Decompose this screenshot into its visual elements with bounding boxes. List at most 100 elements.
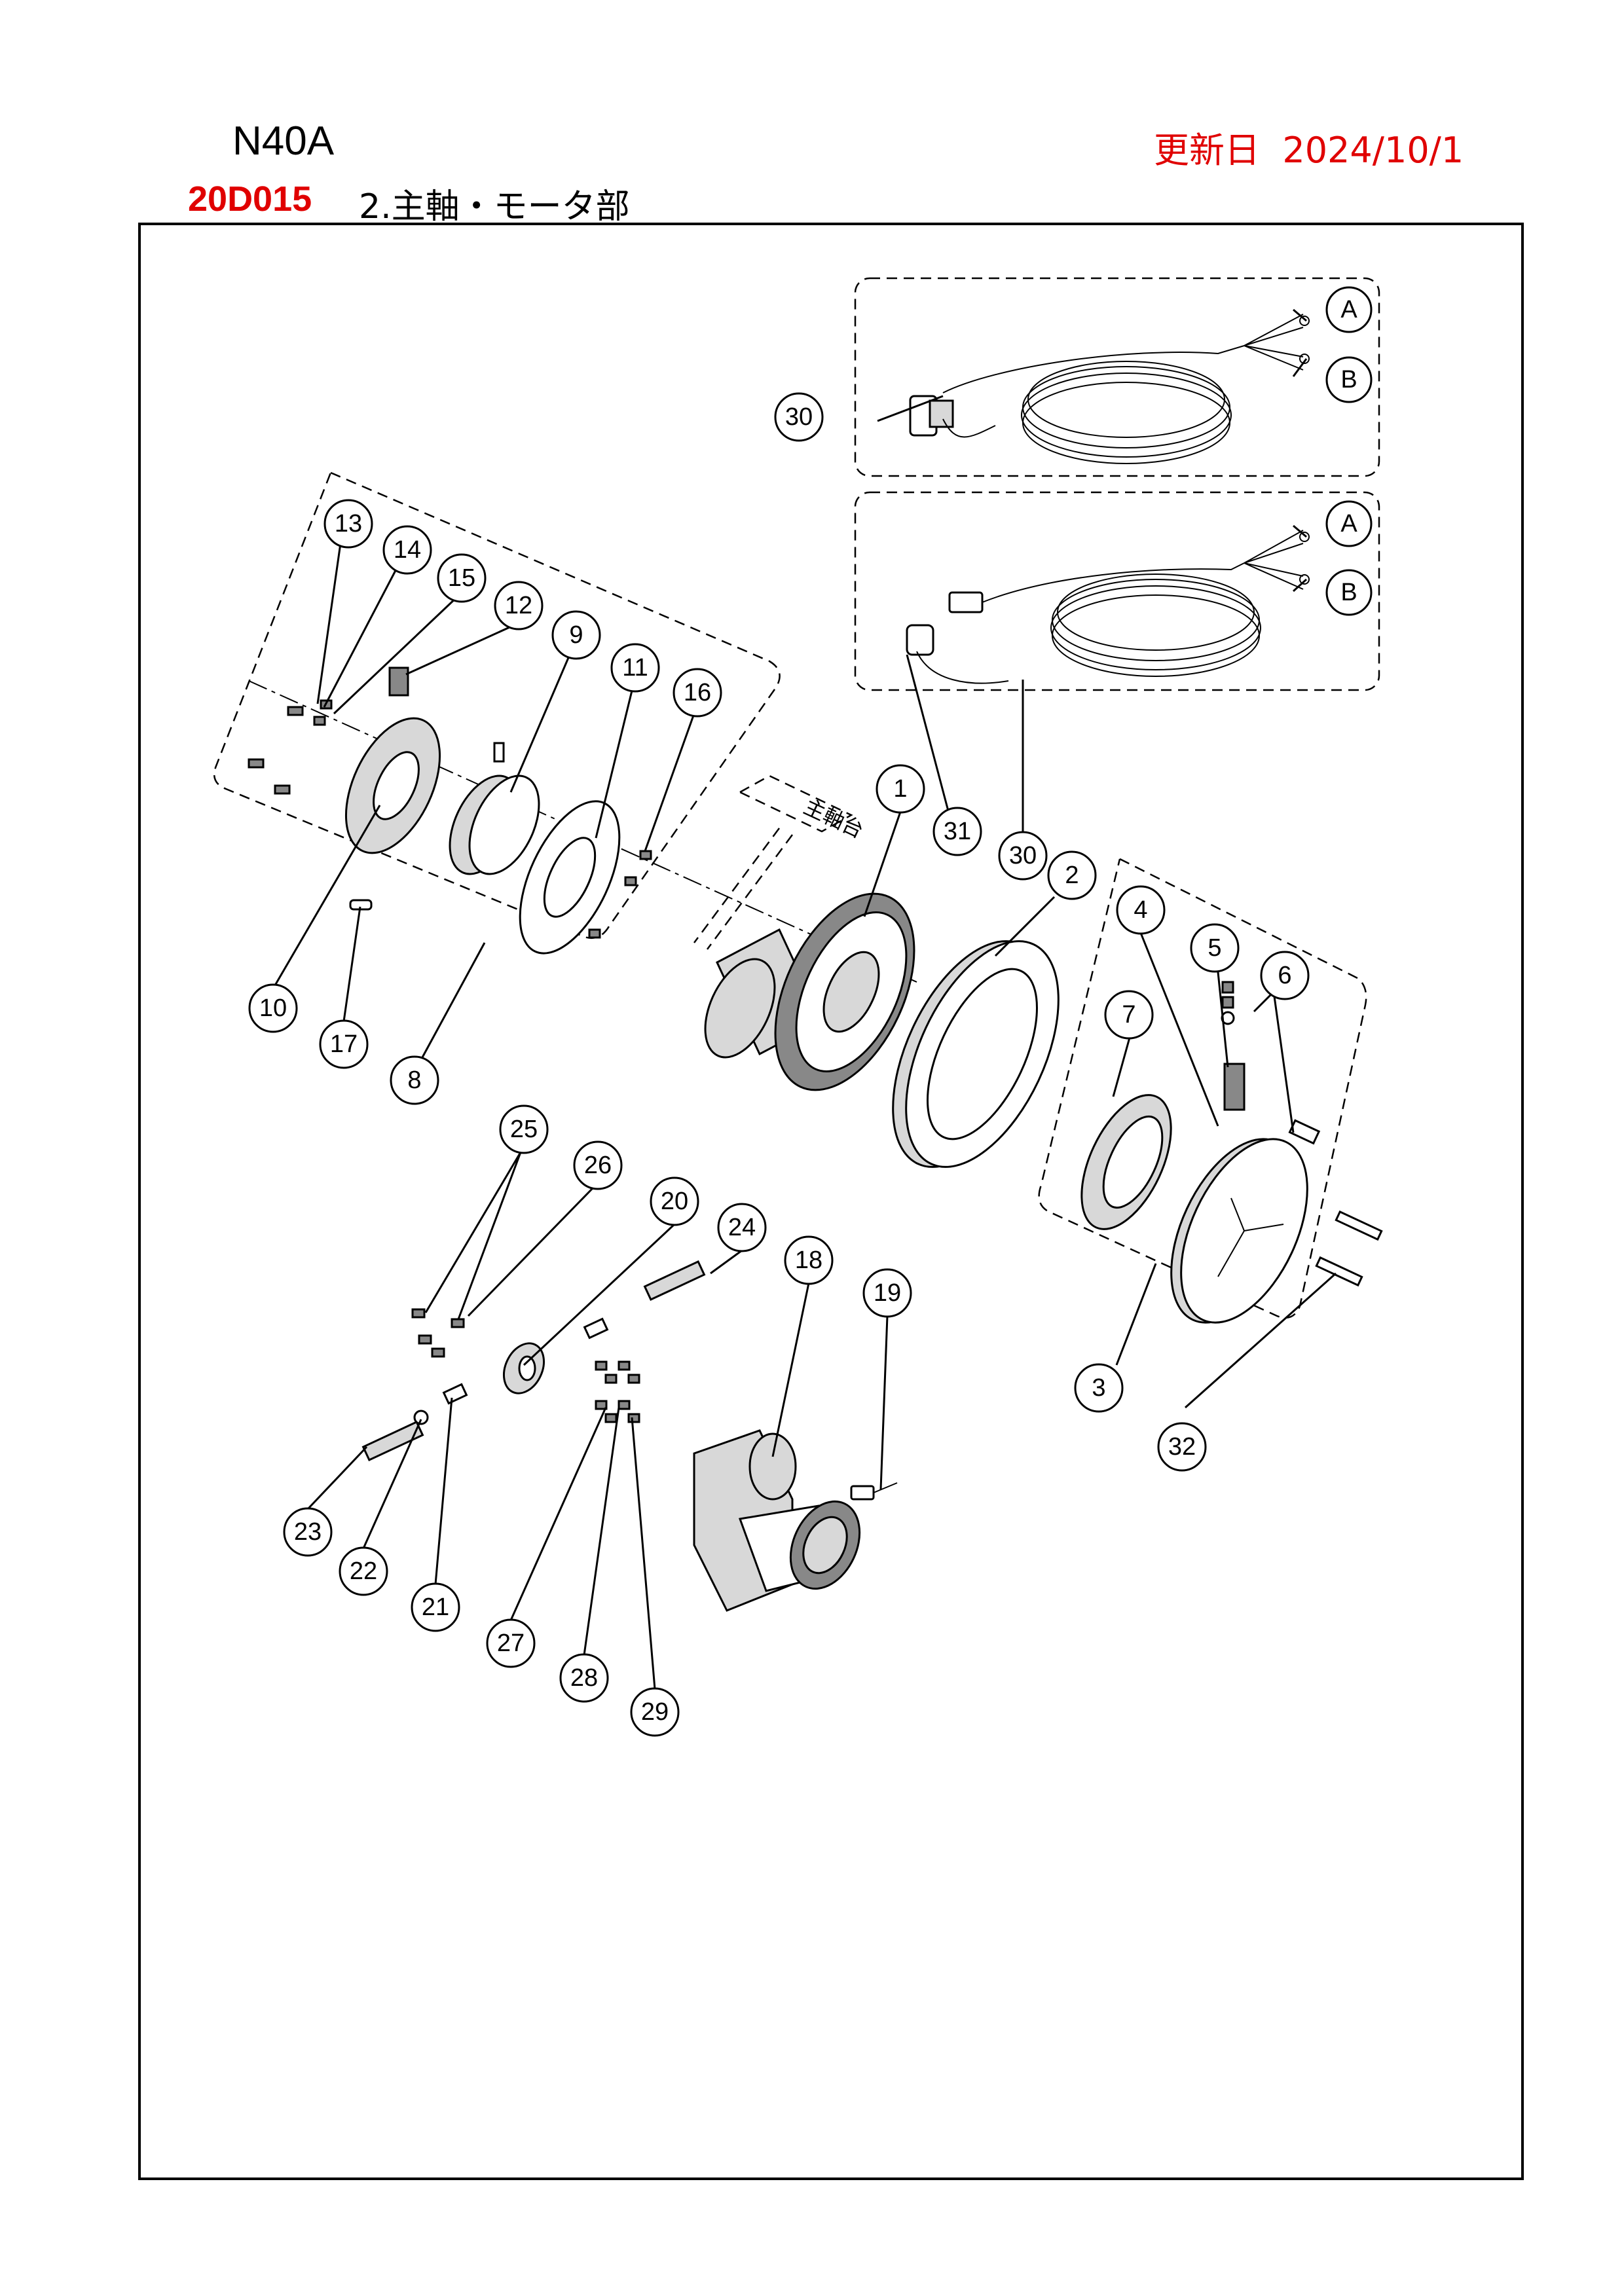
ring-7 — [1080, 1094, 1172, 1230]
callout-10: 10 — [248, 983, 298, 1033]
drawing-frame — [138, 223, 1524, 2180]
callout-29: 29 — [630, 1687, 680, 1737]
update-date: 2024/10/1 — [1282, 130, 1464, 171]
cable-coil-bottom — [982, 530, 1310, 677]
callout-30-top: 30 — [774, 392, 824, 442]
sleeve-9 — [449, 774, 540, 875]
ring-plate-11 — [519, 800, 621, 955]
callout-17: 17 — [319, 1019, 369, 1069]
svg-text:A: A — [1340, 296, 1357, 323]
motor-group — [361, 1260, 898, 1612]
chuck-group — [1038, 858, 1383, 1324]
chuck-body-4 — [1170, 1138, 1308, 1324]
callout-4: 4 — [1116, 885, 1166, 935]
svg-text:20: 20 — [661, 1188, 688, 1215]
svg-text:21: 21 — [422, 1594, 449, 1621]
cable-coil-top — [942, 314, 1310, 464]
svg-text:1: 1 — [893, 775, 907, 803]
svg-text:A: A — [1340, 510, 1357, 538]
bolt-upper — [1335, 1210, 1383, 1241]
svg-text:24: 24 — [728, 1214, 756, 1241]
svg-text:12: 12 — [505, 592, 532, 619]
callout-21: 21 — [411, 1582, 460, 1632]
tube-23 — [361, 1421, 424, 1461]
callout-31: 31 — [932, 807, 982, 856]
svg-text:17: 17 — [330, 1030, 358, 1058]
spindle-head-label: 主軸台 — [800, 794, 868, 843]
svg-text:27: 27 — [497, 1630, 525, 1657]
callout-11: 11 — [610, 643, 660, 693]
callout-32: 32 — [1157, 1422, 1207, 1472]
rear-flange-10 — [344, 717, 441, 854]
svg-text:7: 7 — [1122, 1001, 1135, 1029]
svg-text:9: 9 — [569, 621, 583, 649]
gear-motor-18 — [693, 1429, 861, 1612]
svg-text:23: 23 — [294, 1518, 322, 1546]
bolt-32 — [1315, 1256, 1363, 1287]
callout-6: 6 — [1260, 951, 1310, 1000]
power-plug-bottom — [906, 591, 1009, 684]
model-name: N40A — [232, 118, 335, 164]
svg-text:6: 6 — [1278, 962, 1291, 989]
terminal-a-bottom: A — [1325, 500, 1373, 547]
main-spindle-1 — [704, 892, 915, 1091]
svg-text:4: 4 — [1134, 896, 1147, 924]
callout-22: 22 — [339, 1546, 388, 1596]
svg-text:22: 22 — [350, 1558, 377, 1585]
callout-14: 14 — [382, 525, 432, 575]
terminal-b-bottom: B — [1325, 569, 1373, 616]
callout-15: 15 — [437, 553, 487, 603]
connector-19 — [850, 1482, 898, 1501]
tube-24 — [643, 1260, 706, 1301]
svg-text:5: 5 — [1208, 934, 1221, 962]
svg-text:13: 13 — [335, 510, 362, 538]
fitting-21 — [442, 1383, 468, 1405]
leader-lines — [274, 308, 1337, 1690]
callout-13: 13 — [323, 499, 373, 549]
svg-text:3: 3 — [1092, 1374, 1105, 1402]
callout-16: 16 — [673, 668, 722, 718]
cable-assembly-bottom — [854, 491, 1380, 691]
callout-18: 18 — [784, 1235, 834, 1285]
svg-text:B: B — [1340, 366, 1357, 393]
svg-text:30: 30 — [1009, 842, 1037, 869]
svg-text:11: 11 — [622, 654, 648, 682]
callout-28: 28 — [559, 1653, 609, 1703]
svg-text:28: 28 — [570, 1664, 598, 1692]
callout-26: 26 — [573, 1140, 623, 1190]
svg-text:30: 30 — [785, 403, 813, 431]
callout-1: 1 — [876, 764, 925, 814]
cover-ring-2 — [892, 940, 1060, 1168]
rear-screws — [248, 699, 652, 939]
power-plug-top — [909, 395, 996, 438]
callout-27: 27 — [486, 1618, 536, 1668]
svg-text:25: 25 — [510, 1116, 538, 1143]
svg-text:B: B — [1340, 579, 1357, 606]
svg-text:18: 18 — [795, 1247, 822, 1274]
callout-5: 5 — [1190, 923, 1240, 973]
callout-23: 23 — [283, 1507, 333, 1557]
svg-text:8: 8 — [407, 1066, 421, 1094]
terminal-a-top: A — [1325, 286, 1373, 333]
update-info: 更新日 2024/10/1 — [1154, 121, 1464, 173]
key-12 — [388, 666, 409, 697]
update-label: 更新日 — [1154, 130, 1260, 171]
svg-text:19: 19 — [874, 1279, 901, 1307]
callout-3: 3 — [1074, 1363, 1124, 1413]
callout-20: 20 — [650, 1176, 699, 1226]
pin-17 — [349, 899, 373, 911]
svg-text:14: 14 — [394, 536, 421, 564]
callout-25: 25 — [499, 1104, 549, 1154]
callout-9: 9 — [551, 610, 601, 660]
callout-7: 7 — [1104, 990, 1154, 1040]
rear-cover-group — [213, 471, 917, 983]
callout-30-bottom: 30 — [998, 831, 1048, 881]
callout-8: 8 — [390, 1055, 439, 1105]
svg-text:29: 29 — [641, 1698, 669, 1726]
cable-assembly-top — [854, 277, 1380, 477]
terminal-b-top: B — [1325, 356, 1373, 403]
svg-text:31: 31 — [944, 818, 971, 845]
svg-text:15: 15 — [448, 564, 475, 592]
svg-text:10: 10 — [259, 994, 287, 1022]
